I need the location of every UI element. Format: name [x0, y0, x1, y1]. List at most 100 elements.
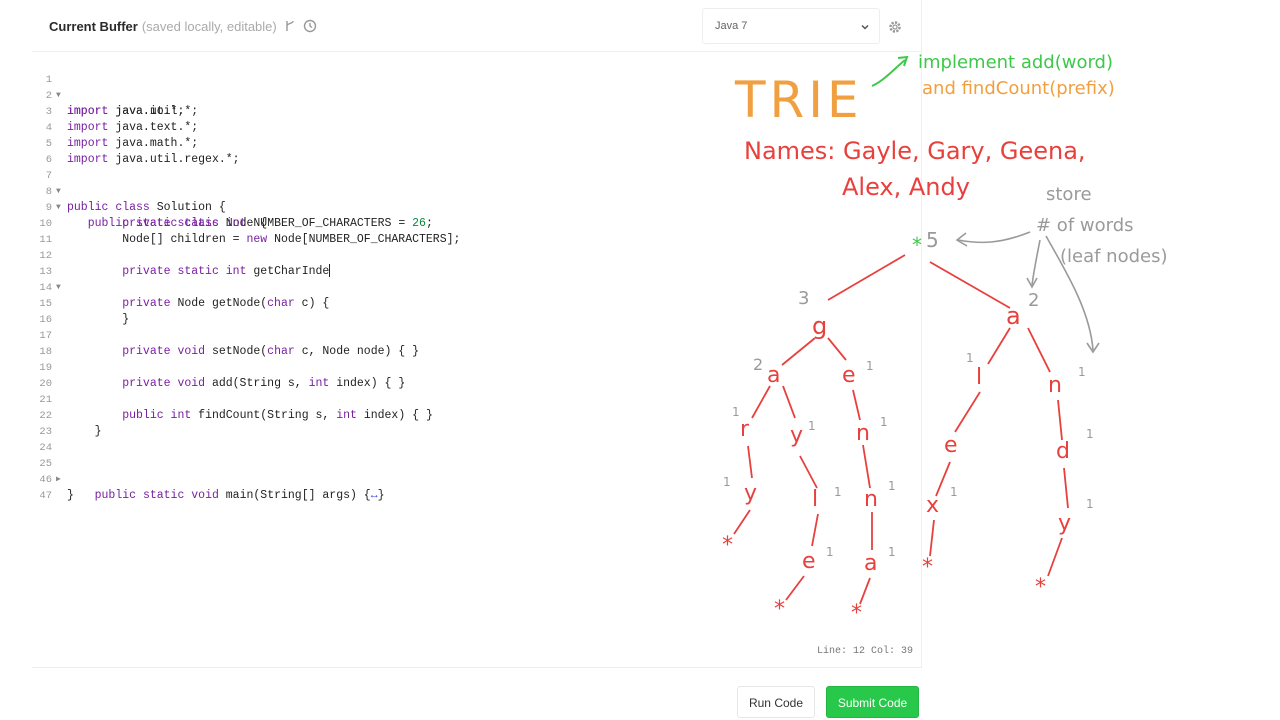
kw-new: new: [246, 233, 268, 246]
line-number: 10: [39, 218, 52, 230]
code-line: 13 ▼ private Node getNode(char c) {: [32, 248, 329, 310]
line-number: 19: [39, 362, 52, 374]
line-number: 5: [45, 138, 52, 150]
chevron-down-icon: [861, 24, 869, 30]
kw-int: int: [225, 217, 247, 230]
fold-toggle-collapsed-icon[interactable]: ▶: [56, 475, 61, 484]
code-text: private void add(String s, int index) { …: [67, 376, 405, 392]
code-line: 8 ▼ public static class Node {: [32, 168, 268, 230]
code-method-params: index) { }: [363, 409, 433, 422]
node-a-count: 2: [1028, 290, 1039, 311]
code-number: 26: [412, 217, 426, 230]
code-line: 25 ▶ public static void main(String[] ar…: [32, 440, 384, 502]
buffer-subtitle: (saved locally, editable): [141, 19, 277, 34]
language-select[interactable]: Java 7: [702, 8, 880, 44]
code-text: import java.util.regex.*;: [67, 152, 240, 168]
kw-import: import: [67, 105, 109, 118]
kw-int: int: [170, 409, 192, 422]
code-class-decl: Node {: [225, 217, 268, 230]
line-number: 16: [39, 314, 52, 326]
kw-void: void: [177, 345, 206, 358]
line-number: 1: [45, 74, 52, 86]
code-line: 9 private static int NUMBER_OF_CHARACTER…: [32, 184, 433, 230]
run-code-button[interactable]: Run Code: [737, 686, 815, 718]
node-an: n: [1048, 373, 1062, 398]
gear-icon[interactable]: [887, 19, 903, 35]
kw-int: int: [225, 265, 247, 278]
fold-toggle-icon[interactable]: ▼: [56, 203, 61, 212]
node-al: l: [976, 365, 982, 390]
code-line: 21 public int findCount(String s, int in…: [32, 376, 432, 422]
kw-class: class: [115, 201, 150, 214]
code-method: findCount(String s,: [198, 409, 337, 422]
language-value: Java 7: [715, 20, 748, 32]
code-text: import java.util.*;: [67, 104, 198, 120]
line-number: 20: [39, 378, 52, 390]
branch-icon[interactable]: [283, 19, 297, 33]
kw-import: import: [67, 137, 109, 150]
code-line: 1 ▼ import java.io.*;: [32, 56, 185, 118]
kw-import: import: [67, 153, 109, 166]
code-line: 17 private void setNode(char c, Node nod…: [32, 312, 419, 358]
line-number: 6: [45, 154, 52, 166]
text-cursor: [329, 264, 331, 278]
node-al-count: 1: [966, 351, 974, 365]
line-number: 12: [39, 250, 52, 262]
fold-toggle-icon[interactable]: ▼: [56, 283, 61, 292]
code-method: main(String[] args) {: [225, 489, 371, 502]
node-and: d: [1056, 439, 1070, 464]
line-number: 15: [39, 298, 52, 310]
code-import-path: java.util.*;: [115, 105, 199, 118]
kw-public: public: [67, 201, 109, 214]
note-line-2: # of words: [1036, 215, 1134, 236]
code-field: Node[] children =: [122, 233, 247, 246]
editor-panel: Current Buffer(saved locally, editable) …: [32, 0, 922, 668]
line-number: 11: [39, 234, 52, 246]
kw-char: char: [267, 297, 295, 310]
code-method: setNode(: [211, 345, 268, 358]
code-editor[interactable]: 1 ▼ import java.io.*; 2 import java.util…: [32, 56, 732, 502]
code-brace: }: [94, 425, 102, 438]
code-line: 2 import java.util.*;: [32, 72, 198, 118]
kw-private: private: [122, 345, 171, 358]
code-method: Node getNode(: [177, 297, 268, 310]
code-line: 4 import java.math.*;: [32, 104, 198, 150]
code-text: public static void main(String[] args) {…: [67, 488, 385, 504]
history-icon[interactable]: [303, 19, 317, 33]
code-text: }: [67, 424, 102, 440]
node-and-count: 1: [1086, 427, 1094, 441]
code-field-init: Node[NUMBER_OF_CHARACTERS];: [274, 233, 461, 246]
kw-public: public: [122, 409, 164, 422]
line-number: 46: [39, 474, 52, 486]
code-line: 16: [32, 296, 73, 326]
line-number: 14: [39, 282, 52, 294]
code-method-params: c, Node node) { }: [301, 345, 420, 358]
line-number: 13: [39, 266, 52, 278]
kw-private: private: [122, 217, 171, 230]
code-brace: }: [67, 489, 74, 502]
code-line: 23: [32, 408, 73, 438]
line-number: 9: [45, 202, 52, 214]
node-ale: e: [944, 433, 958, 458]
kw-public: public: [87, 217, 130, 230]
line-number: 25: [39, 458, 52, 470]
line-number: 21: [39, 394, 52, 406]
line-number: 3: [45, 106, 52, 118]
code-field: NUMBER_OF_CHARACTERS =: [253, 217, 413, 230]
kw-class: class: [184, 217, 219, 230]
note-line-1: store: [1046, 184, 1092, 205]
line-number: 47: [39, 490, 52, 502]
fold-toggle-icon[interactable]: ▼: [56, 187, 61, 196]
code-text: private static int getCharInde: [67, 264, 331, 280]
code-line: 19 private void add(String s, int index)…: [32, 344, 405, 390]
kw-import: import: [67, 105, 109, 118]
code-text: import java.text.*;: [67, 120, 198, 136]
folded-code-icon[interactable]: ↔: [370, 489, 378, 502]
kw-import: import: [67, 121, 109, 134]
fold-toggle-icon[interactable]: ▼: [56, 91, 61, 100]
root-count: 5: [926, 228, 939, 252]
submit-code-button[interactable]: Submit Code: [826, 686, 919, 718]
node-a: a: [1006, 302, 1021, 330]
code-import-path: java.io.*;: [115, 105, 185, 118]
code-line: 24: [32, 424, 73, 454]
